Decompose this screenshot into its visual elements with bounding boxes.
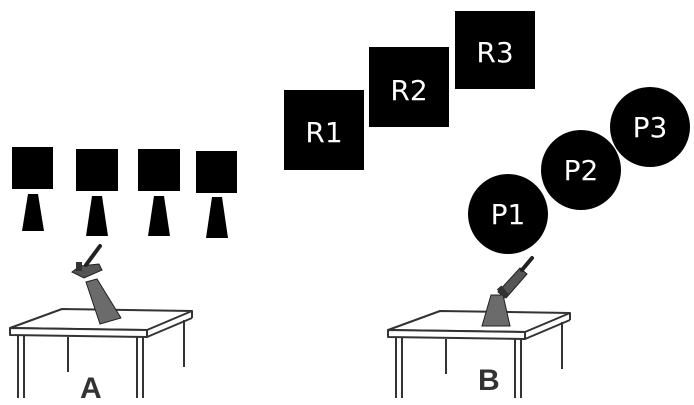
panel-label-a: A	[80, 372, 102, 405]
square-label: R2	[390, 74, 427, 107]
dispenser-icon	[12, 147, 53, 231]
square-label: R1	[305, 116, 342, 149]
lamp-icon	[481, 256, 534, 327]
circle-label: P3	[633, 111, 668, 144]
dispenser-icon	[76, 149, 118, 236]
circle-p3: P3	[610, 87, 690, 167]
table-icon	[9, 308, 193, 398]
square-r2: R2	[369, 47, 449, 127]
dispenser-icon	[138, 149, 180, 236]
panel-b: R1 R2 R3 P1 P2 P3	[284, 11, 690, 398]
circle-p2: P2	[541, 130, 621, 210]
lamp-icon	[71, 244, 122, 325]
dispenser-icon	[196, 151, 237, 238]
square-r1: R1	[284, 90, 364, 170]
square-label: R3	[476, 36, 513, 69]
panel-label-b: B	[478, 364, 500, 397]
circle-p1: P1	[468, 174, 548, 254]
circle-label: P2	[564, 154, 599, 187]
square-r3: R3	[455, 11, 535, 89]
table-icon	[387, 310, 571, 398]
panel-a: A	[9, 147, 237, 405]
circle-label: P1	[491, 198, 526, 231]
